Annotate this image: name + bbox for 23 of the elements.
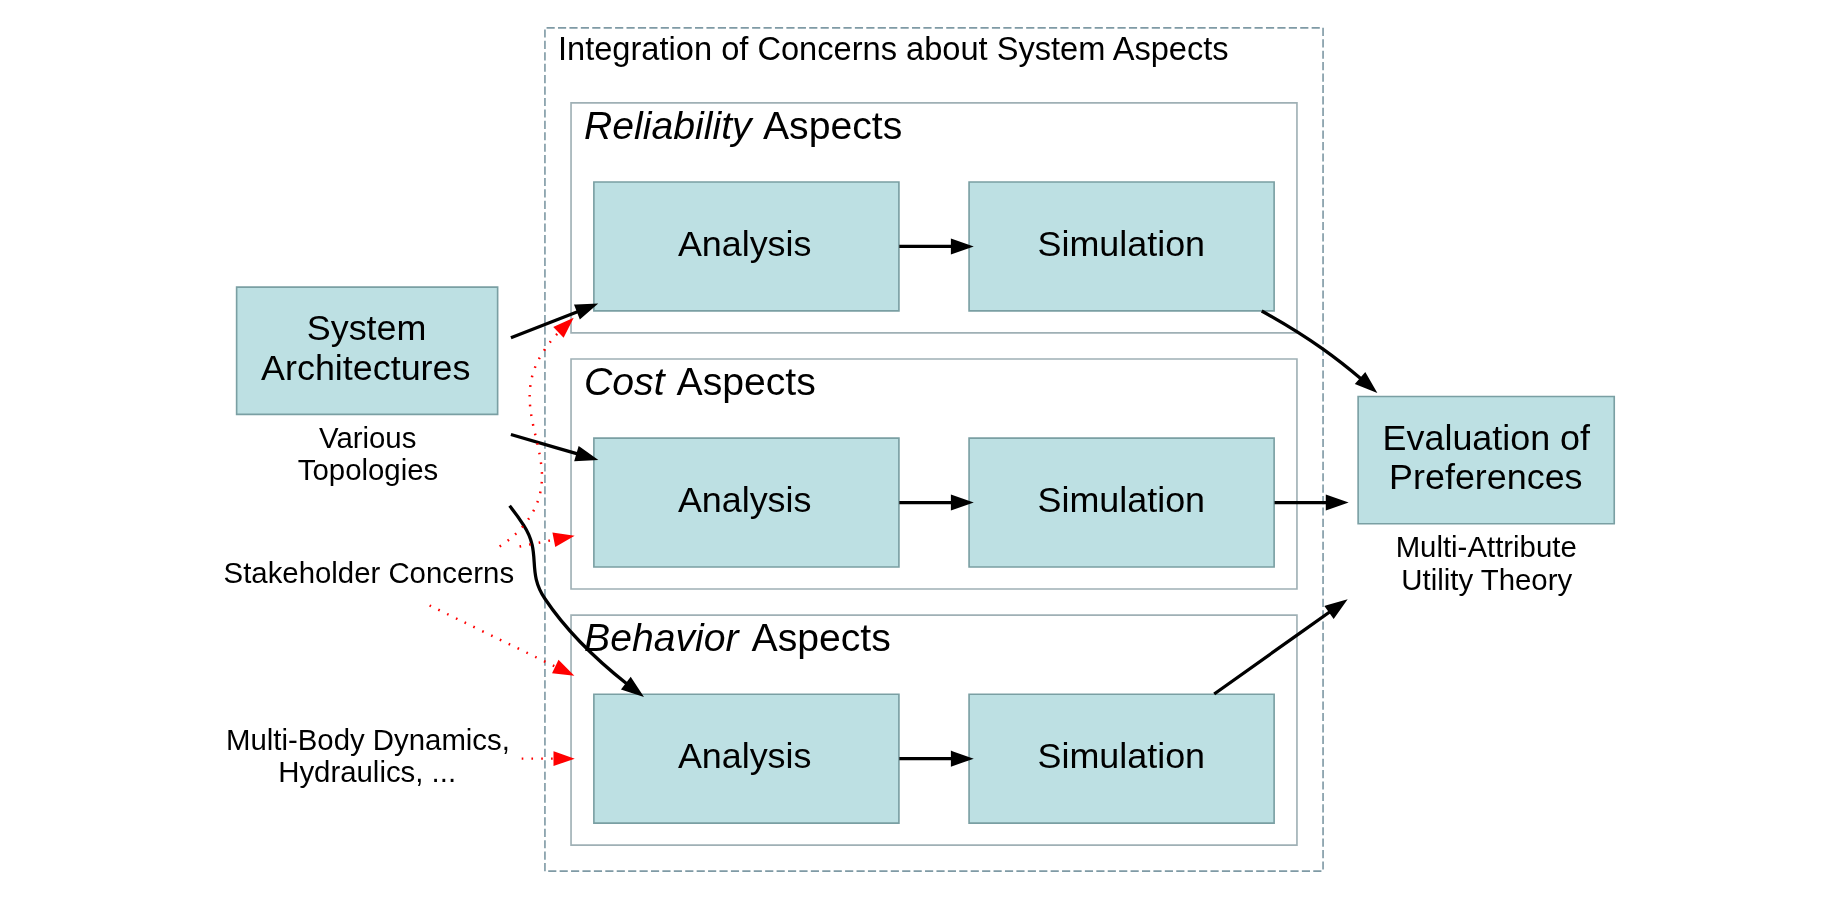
node-box: Simulation <box>968 181 1275 312</box>
node-label: Multi-Attribute Utility Theory <box>1395 530 1577 596</box>
node-text: Stakeholder Concerns <box>223 556 515 590</box>
arrow <box>1274 494 1349 511</box>
arrow <box>510 432 599 462</box>
arrow <box>1260 309 1378 393</box>
arrow <box>519 532 575 548</box>
node-box: Analysis <box>593 693 900 824</box>
arrow <box>508 504 644 698</box>
arrow <box>510 303 599 340</box>
arrow <box>521 751 575 767</box>
node-box: Analysis <box>593 437 900 568</box>
node-text: Multi-Body Dynamics, Hydraulics, ... <box>226 722 510 789</box>
node-box: Simulation <box>968 437 1275 568</box>
arrow <box>899 750 974 767</box>
arrow <box>498 317 574 548</box>
arrow <box>1213 599 1348 696</box>
node-box: Analysis <box>593 181 900 312</box>
node-box: Simulation <box>968 693 1275 824</box>
arrow <box>899 494 974 511</box>
arrow <box>899 238 974 255</box>
node-label: Various Topologies <box>297 420 439 487</box>
arrow <box>429 604 575 676</box>
